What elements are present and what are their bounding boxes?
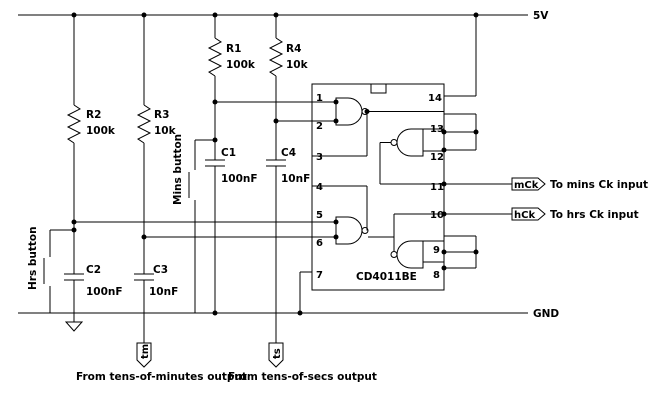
pin-label: 3 [316, 152, 323, 163]
junction-dot [71, 219, 77, 225]
ground-symbol [64, 313, 84, 332]
hck-tag: hCk [514, 210, 535, 221]
c2-value: 100nF [86, 286, 123, 298]
junction-dot [441, 129, 447, 135]
r4-value: 10k [286, 59, 309, 71]
pin-label: 11 [430, 182, 444, 193]
junction-dot [473, 249, 479, 255]
gnd-label: GND [533, 308, 559, 320]
tm-caption: From tens-of-minutes output [76, 371, 247, 383]
nand-gate-b [379, 111, 477, 185]
mins-button-label: Mins button [172, 134, 184, 205]
r1-ref: R1 [226, 43, 241, 55]
junction-dot [212, 310, 218, 316]
c1-value: 100nF [221, 173, 258, 185]
junction-dot [212, 137, 218, 143]
vss-wire [299, 271, 312, 313]
pin-label: 9 [433, 245, 440, 256]
pin-label: 5 [316, 210, 323, 221]
hrs-button [43, 229, 74, 313]
junction-dot [333, 118, 339, 124]
pin-label: 10 [430, 210, 444, 221]
junction-dot [333, 99, 339, 105]
input-wires [74, 101, 336, 238]
nand-gate-c [312, 185, 394, 245]
r2-value: 100k [86, 125, 116, 137]
5v-label: 5V [533, 10, 549, 22]
hck-port [511, 207, 546, 221]
junction-dot [364, 109, 370, 114]
pin-label: 12 [430, 152, 444, 163]
resistor-r2 [66, 15, 82, 274]
r1-value: 100k [226, 59, 256, 71]
hck-text: To hrs Ck input [550, 209, 639, 221]
vdd-wire [444, 15, 477, 97]
resistor-r1 [207, 15, 223, 160]
junction-dot [441, 249, 447, 255]
resistor-r3 [136, 15, 152, 274]
junction-dot [333, 219, 339, 225]
junction-dot [441, 265, 447, 271]
c4-value: 10nF [281, 173, 310, 185]
tm-port [136, 342, 152, 368]
ts-tag: ts [272, 348, 283, 359]
c2-ref: C2 [86, 264, 101, 276]
pin-label: 4 [316, 182, 323, 193]
junction-dot [333, 234, 339, 240]
mins-button [188, 139, 215, 313]
r3-ref: R3 [154, 109, 169, 121]
junction-dot [141, 234, 147, 240]
r2-ref: R2 [86, 109, 101, 121]
c3-ref: C3 [153, 264, 168, 276]
pin-label: 2 [316, 121, 323, 132]
pin-label: 8 [433, 270, 440, 281]
pin-label: 7 [316, 270, 323, 281]
ic-cd4011be [311, 83, 445, 291]
ts-caption: From tens-of-secs output [228, 371, 377, 383]
capacitor-c3 [134, 273, 154, 343]
junction-dot [273, 118, 279, 124]
hrs-button-label: Hrs button [27, 226, 39, 290]
r4-ref: R4 [286, 43, 301, 55]
capacitor-c4 [266, 159, 286, 343]
mck-tag: mCk [514, 180, 539, 191]
c3-value: 10nF [149, 286, 178, 298]
tm-tag: tm [140, 344, 151, 359]
ts-port [268, 342, 284, 368]
c4-ref: C4 [281, 147, 296, 159]
capacitor-c1 [205, 159, 225, 313]
pin-label: 14 [428, 93, 442, 104]
capacitor-c2 [64, 273, 84, 313]
r3-value: 10k [154, 125, 177, 137]
nand-gate-a [312, 97, 444, 157]
nand-gate-d [390, 213, 477, 269]
pin-label: 6 [316, 238, 323, 249]
pin-label: 1 [316, 93, 323, 104]
ic-label: CD4011BE [356, 271, 417, 283]
junction-dot [71, 227, 77, 233]
c1-ref: C1 [221, 147, 236, 159]
junction-dot [212, 99, 218, 105]
mck-port [511, 177, 546, 191]
junction-dot [441, 147, 447, 153]
resistor-r4 [268, 15, 284, 160]
junction-dot [473, 129, 479, 135]
mck-text: To mins Ck input [550, 179, 648, 191]
